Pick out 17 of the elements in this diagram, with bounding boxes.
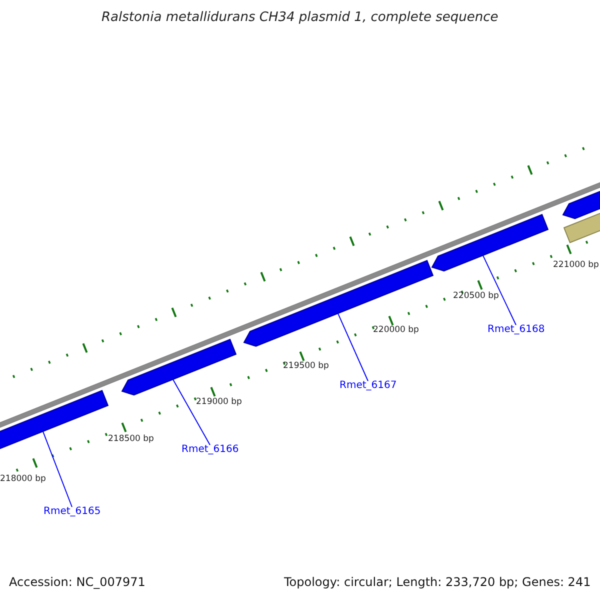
gene-label: Rmet_6168 bbox=[488, 325, 545, 335]
title: Ralstonia metallidurans CH34 plasmid 1, complete sequence bbox=[102, 11, 498, 24]
gene-block bbox=[431, 214, 549, 272]
scale-label: 220500 bp bbox=[453, 292, 499, 300]
gene-block bbox=[243, 260, 434, 347]
scale-label: 218000 bp bbox=[0, 475, 46, 484]
leader-line bbox=[337, 312, 368, 382]
footer-text: Accession: NC_007971 bbox=[9, 576, 146, 588]
gene-block bbox=[121, 338, 237, 396]
scale-label: 220000 bp bbox=[373, 326, 419, 334]
gene-label: Rmet_6166 bbox=[182, 445, 239, 455]
gene-label: Rmet_6165 bbox=[44, 507, 101, 517]
gene-label: Rmet_6167 bbox=[340, 381, 397, 391]
footer-text: Topology: circular; Length: 233,720 bp; Genes: 241 bbox=[284, 576, 591, 588]
leader-line bbox=[172, 378, 210, 446]
leader-line bbox=[42, 430, 72, 508]
leader-line bbox=[482, 254, 516, 326]
